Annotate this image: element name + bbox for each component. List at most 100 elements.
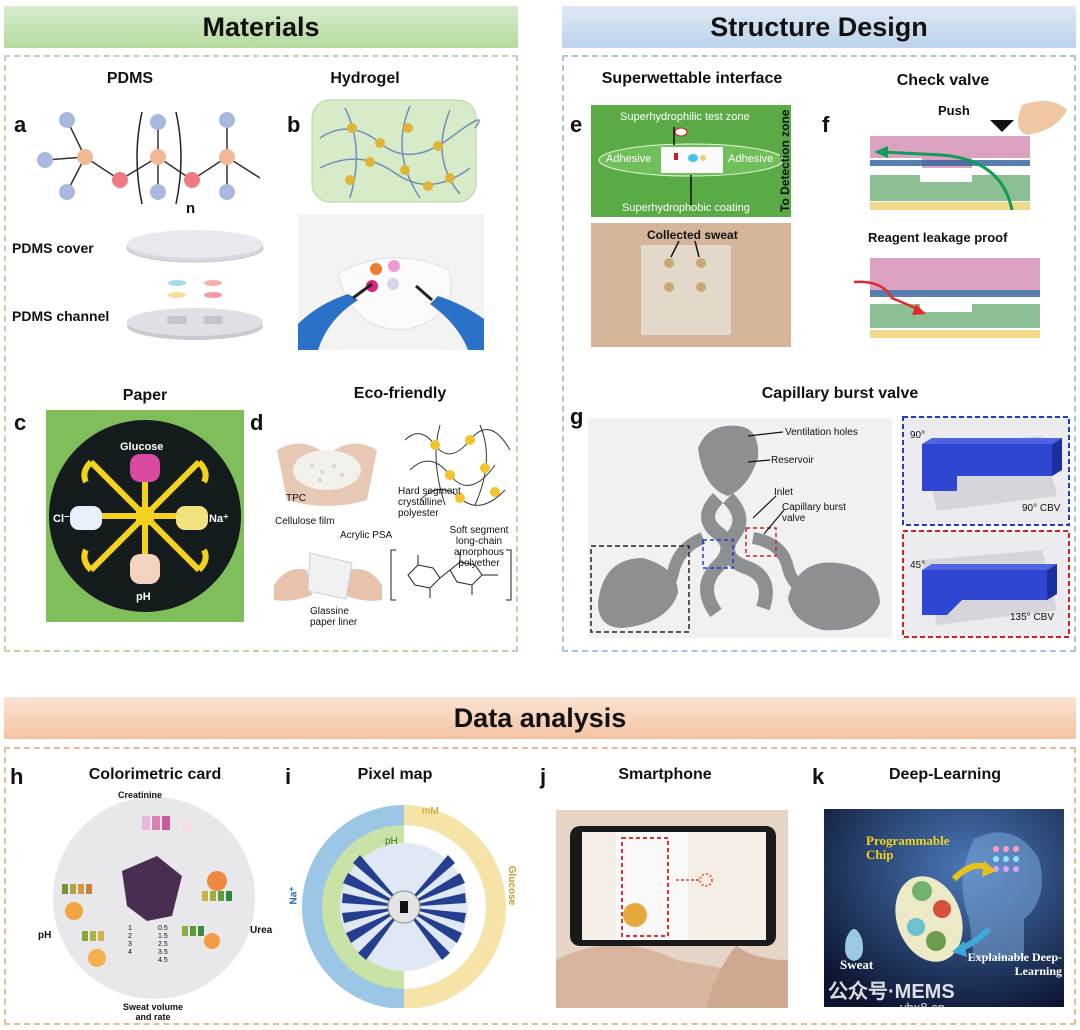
data-heading: Data analysis: [453, 702, 627, 733]
panel-d-title: Eco-friendly: [353, 385, 447, 402]
scale-tick: 2.5: [158, 941, 168, 948]
hard-segment-label: Hard segment crystalline polyester: [398, 486, 461, 519]
ph-card-label: pH: [38, 930, 52, 941]
panel-i-title: Pixel map: [357, 766, 433, 783]
ph-axis-label: pH: [385, 836, 398, 847]
volume-scale: 1 0.5 2 1.5 3 2.5 4 3.5 4.5: [128, 925, 188, 964]
angle-45-label: 45°: [910, 560, 926, 571]
cbv-135-render: [902, 530, 1070, 638]
sodium-label: Na⁺: [209, 513, 229, 525]
push-label: Push: [938, 103, 970, 118]
panel-e-title: Superwettable interface: [601, 70, 783, 87]
scale-tick: 2: [128, 933, 132, 940]
pdms-cover-label: PDMS cover: [12, 240, 94, 256]
capillary-burst-valve-diagram: [588, 418, 892, 638]
panel-a-letter: a: [14, 112, 27, 137]
superwettable-diagram: [591, 105, 791, 217]
ventilation-holes-label: Ventilation holes: [785, 427, 858, 438]
cellulose-film-label: Cellulose film: [275, 516, 335, 527]
panel-k-title: Deep-Learning: [888, 766, 1001, 783]
scale-tick: 1.5: [158, 933, 168, 940]
capillary-burst-valve-label: Capillary burst valve: [782, 502, 846, 524]
tpc-label: TPC: [286, 493, 306, 504]
sweat-dl-label: Sweat: [840, 957, 874, 972]
tpc-pellets-photo: [272, 430, 382, 510]
panel-f-letter: f: [822, 112, 830, 137]
ph-paper-label: pH: [136, 591, 151, 603]
panel-g-title: Capillary burst valve: [761, 385, 919, 402]
watermark-site: ybx8.cn: [900, 1000, 945, 1015]
pdms-molecule-diagram: [37, 111, 260, 205]
scale-tick: 4: [128, 949, 132, 956]
materials-frame: [4, 55, 518, 652]
paper-device-photo: [46, 410, 244, 622]
cbv-90-render: [902, 416, 1070, 526]
glucose-axis-label: Glucose: [506, 865, 518, 906]
scale-tick: 4.5: [158, 957, 168, 964]
structure-frame: [562, 55, 1076, 652]
panel-h-letter: h: [10, 764, 24, 789]
watermark-text: 公众号·MEMS: [828, 981, 955, 1003]
panel-j-letter: j: [540, 764, 547, 789]
scale-tick: 3.5: [158, 949, 168, 956]
pixel-map-wheel: [302, 805, 506, 1008]
explainable-dl-label: Explainable Deep-Learning: [967, 950, 1062, 978]
collected-sweat-photo: [591, 223, 791, 347]
panel-e-letter: e: [570, 112, 583, 137]
scale-tick: 0.5: [158, 925, 168, 932]
reagent-leakage-label: Reagent leakage proof: [868, 230, 1008, 245]
deep-learning-illustration: [824, 809, 1064, 1007]
programmable-chip-label: Programmable Chip: [866, 833, 950, 862]
panel-i-letter: i: [285, 764, 292, 789]
scale-tick: 3: [128, 941, 132, 948]
soft-segment-label: Soft segment long-chain amorphous polyet…: [449, 525, 509, 569]
creatinine-label: Creatinine: [118, 790, 163, 800]
chloride-label: Cl⁻: [53, 513, 70, 525]
data-frame: [4, 747, 1076, 1025]
panel-c-letter: c: [14, 410, 27, 435]
panel-d-letter: d: [250, 410, 264, 435]
film-hands-photo: [272, 545, 384, 605]
angle-90-label: 90°: [910, 430, 926, 441]
panel-f-title: Check valve: [896, 72, 990, 89]
data-banner: Data analysis: [4, 697, 1076, 739]
superhydrophilic-zone-label: Superhydrophilic test zone: [620, 111, 750, 123]
panel-b-letter: b: [287, 112, 301, 137]
polymer-chain-diagram: [404, 424, 511, 506]
mm-unit-label: mM: [422, 806, 439, 817]
to-detection-label: To Detection zone: [778, 109, 792, 212]
sodium-axis-label: Na⁺: [288, 886, 300, 905]
check-valve-diagram: [853, 101, 1067, 338]
panel-c-title: Paper: [122, 387, 168, 404]
structure-banner: Structure Design: [562, 6, 1076, 48]
hydrogel-network-diagram: [311, 99, 480, 203]
panel-h-title: Colorimetric card: [88, 766, 222, 783]
adhesive-left-label: Adhesive: [606, 153, 652, 165]
scale-tick: 1: [128, 925, 132, 932]
adhesive-right-label: Adhesive: [728, 153, 774, 165]
collected-sweat-label: Collected sweat: [647, 228, 738, 242]
cbv-90-label: 90° CBV: [1022, 503, 1061, 514]
pdms-layers-illustration: [126, 230, 264, 340]
panel-j-title: Smartphone: [618, 766, 712, 783]
panel-g-letter: g: [570, 404, 584, 429]
materials-heading: Materials: [202, 11, 320, 42]
smartphone-photo: [556, 810, 788, 1008]
panel-k-letter: k: [812, 764, 825, 789]
urea-label: Urea: [250, 925, 273, 936]
glassine-liner-label: Glassine paper liner: [310, 606, 358, 628]
structure-heading: Structure Design: [710, 11, 928, 42]
sweat-volume-label: Sweat volume and rate: [122, 1002, 184, 1022]
cellulose-structure-diagram: [390, 549, 512, 601]
acrylic-psa-label: Acrylic PSA: [340, 530, 393, 541]
repeat-n-label: n: [186, 200, 196, 217]
colorimetric-card-photo: [53, 797, 255, 999]
superhydrophobic-coating-label: Superhydrophobic coating: [622, 202, 750, 214]
inlet-label: Inlet: [774, 487, 793, 498]
materials-banner: Materials: [4, 6, 518, 48]
hydrogel-photo: [298, 214, 484, 350]
panel-b-title: Hydrogel: [330, 70, 400, 87]
panel-a-title: PDMS: [106, 70, 154, 87]
glucose-label: Glucose: [120, 441, 164, 453]
cbv-135-label: 135° CBV: [1010, 612, 1055, 623]
